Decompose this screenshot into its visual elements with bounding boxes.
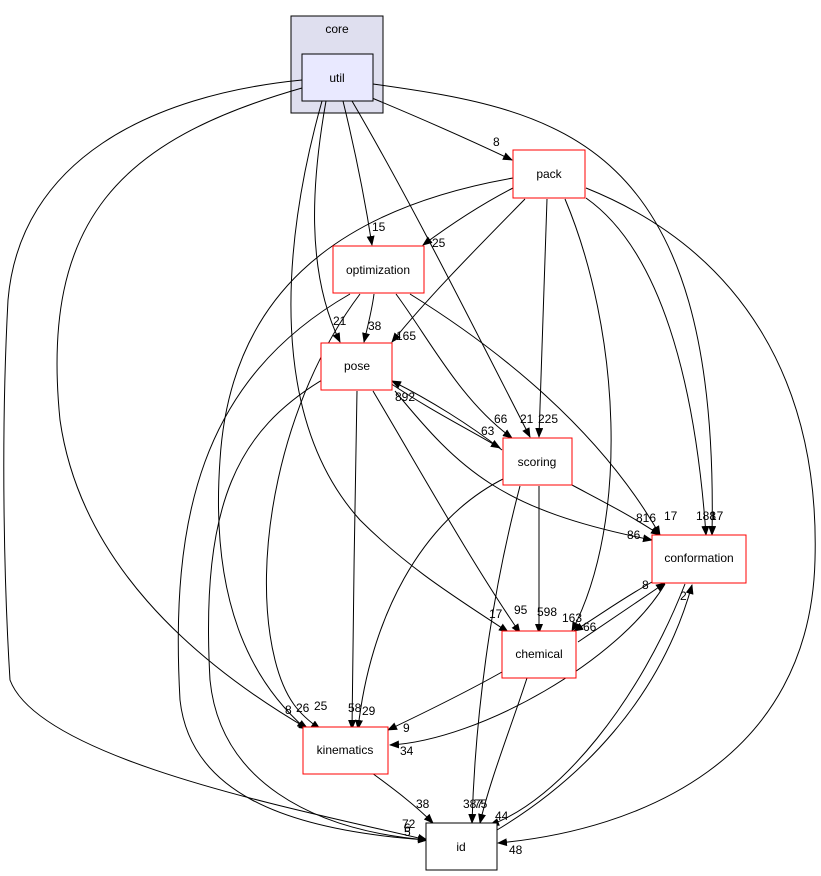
edge-label-optimization-pose: 38 [368,319,382,333]
node-pose[interactable]: pose [320,342,393,391]
edge-label-pose-conformation: 86 [627,528,641,542]
node-kinematics-label: kinematics [317,743,374,757]
edge-label-kinematics-id: 38 [416,797,430,811]
node-id[interactable]: id [425,822,498,871]
cluster-core-label: core [325,22,349,36]
edge-label-id-conformation: 2 [680,589,687,603]
node-pose-label: pose [344,359,370,373]
edge-label-pack-optimization: 25 [432,236,446,250]
edge-label-pack-id: 48 [509,843,523,857]
edge-label-pack-scoring: 225 [538,412,558,426]
edge-label-optimization-conformation: 17 [664,509,678,523]
node-chemical-label: chemical [515,647,562,661]
edge-label-util-optimization: 15 [372,220,386,234]
node-util[interactable]: util [301,53,374,102]
node-kinematics[interactable]: kinematics [302,726,389,775]
node-chemical[interactable]: chemical [501,630,577,679]
edge-label-util-conformation: 17 [710,509,724,523]
edge-label-scoring-chemical: 598 [537,605,557,619]
edge-label-util-scoring: 21 [520,412,534,426]
edge-label-util-id: 72 [402,817,416,831]
edge-label-scoring-pose: 892 [395,390,415,404]
node-scoring[interactable]: scoring [502,437,573,486]
node-conformation[interactable]: conformation [651,534,747,584]
node-conformation-label: conformation [664,551,733,565]
edge-label-util-chemical: 17 [489,607,503,621]
edge-label-pack-kinematics: 26 [296,701,310,715]
edge-label-scoring-kinematics: 29 [362,704,376,718]
edge-label-pack-conformation: 188 [696,509,716,523]
node-id-label: id [456,840,465,854]
edge-label-optimization-id: 6 [404,821,411,835]
edge-label-pose-scoring: 63 [481,424,495,438]
edge-label-scoring-id: 387 [463,797,483,811]
node-pack[interactable]: pack [512,149,586,199]
edge-label-util-kinematics: 8 [285,703,292,717]
edge-label-optimization-kinematics: 25 [314,699,328,713]
edge-label-pose-kinematics: 58 [348,701,362,715]
edge-label-scoring-conformation: 816 [636,511,656,525]
node-scoring-label: scoring [518,455,557,469]
edge-label-conformation-chemical: 66 [583,620,597,634]
edge-label-chemical-id: 44 [495,809,509,823]
edge-label-optimization-scoring: 66 [494,412,508,426]
edge-label-pack-chemical: 163 [562,611,582,625]
edge-label-util-pose: 21 [333,314,347,328]
edge-label-pose-chemical: 95 [514,603,528,617]
edge-label-conformation-id: 75 [474,797,488,811]
edge-label-conformation-kinematics: 34 [400,744,414,758]
edge-label-chemical-conformation: 8 [642,578,649,592]
node-optimization[interactable]: optimization [332,245,425,294]
node-util-label: util [329,71,344,85]
node-optimization-label: optimization [346,263,410,277]
node-pack-label: pack [536,167,562,181]
edge-label-pack-pose: 165 [396,329,416,343]
edges [3,79,816,847]
edge-label-pose-id: 5 [404,825,411,839]
edge-label-util-pack: 8 [493,135,500,149]
edge-labels: 8 15 21 21 17 8 17 72 25 165 225 188 163… [285,135,724,857]
edge-label-chemical-kinematics: 9 [403,721,410,735]
